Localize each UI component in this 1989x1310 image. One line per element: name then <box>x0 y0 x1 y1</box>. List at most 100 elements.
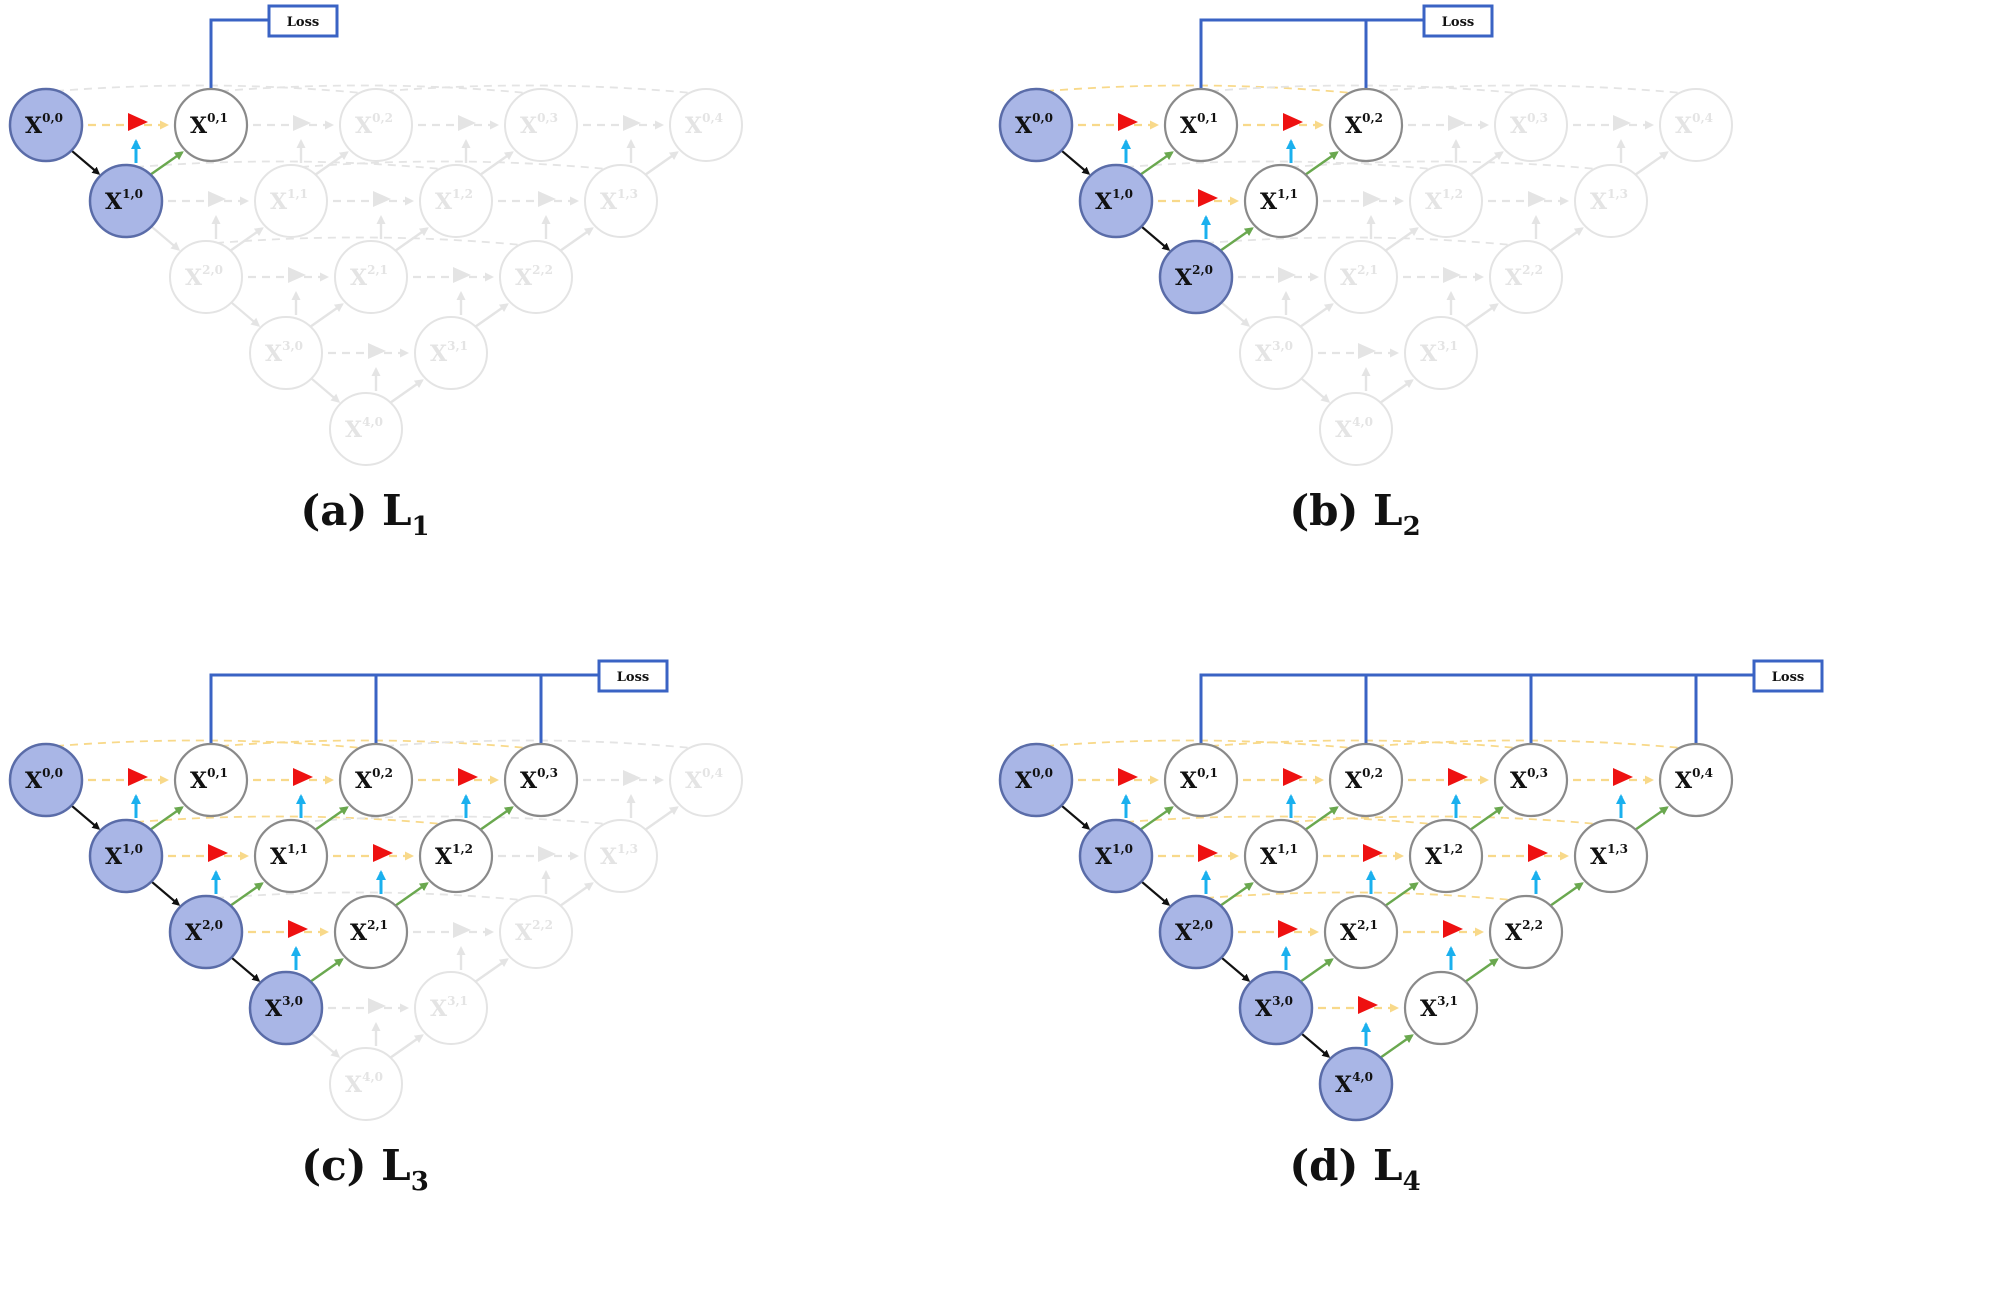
node-label-4-0: X4,0 <box>1335 1070 1373 1098</box>
node-x-0-2 <box>338 742 414 818</box>
dense-skip-arc <box>1125 815 1433 825</box>
node-label-4-0: X4,0 <box>1335 415 1373 443</box>
downsample-arrow <box>151 226 181 251</box>
upsample-arrow <box>559 227 594 253</box>
node-x-1-3 <box>1573 818 1649 894</box>
node-label-0-4: X0,4 <box>1675 111 1713 139</box>
upsample-arrow <box>1299 958 1334 984</box>
connections <box>55 673 693 1060</box>
upsample-arrow <box>389 379 424 405</box>
node-label-0-1: X0,1 <box>190 111 228 139</box>
node-x-2-0 <box>1158 239 1234 315</box>
node-x-2-1 <box>334 240 408 314</box>
dense-skip-arc <box>300 815 608 825</box>
upsample-arrow <box>559 882 594 908</box>
node-label-2-0: X2,0 <box>185 918 223 946</box>
node-label-1-3: X1,3 <box>600 187 638 215</box>
faded-flag-icon <box>368 343 386 359</box>
upsample-arrow <box>1299 303 1334 329</box>
node-x-4-0 <box>1318 1046 1394 1122</box>
faded-flag-icon <box>1278 267 1296 283</box>
node-label-1-1: X1,1 <box>270 842 308 870</box>
loss-label: Loss <box>617 670 649 685</box>
downsample-arrow <box>1301 378 1331 403</box>
node-label-0-3: X0,3 <box>520 766 558 794</box>
node-label-4-0: X4,0 <box>345 1070 383 1098</box>
dense-skip-arc <box>215 236 523 246</box>
node-label-3-1: X3,1 <box>1420 339 1458 367</box>
node-label-0-1: X0,1 <box>1180 766 1218 794</box>
pruning-flag-icon <box>1118 113 1138 131</box>
downsample-arrow <box>1221 302 1251 327</box>
node-x-2-1 <box>1324 240 1398 314</box>
node-label-3-1: X3,1 <box>430 339 468 367</box>
upsample-arrow <box>644 806 679 832</box>
panel-caption-c: (c) L3 <box>301 1141 429 1197</box>
node-label-1-2: X1,2 <box>1425 842 1463 870</box>
node-label-1-2: X1,2 <box>1425 187 1463 215</box>
node-x-1-2 <box>419 164 493 238</box>
upsample-arrow <box>394 882 429 908</box>
node-x-1-3 <box>1574 164 1648 238</box>
node-label-1-0: X1,0 <box>105 842 143 870</box>
upsample-arrow <box>479 806 514 832</box>
node-x-1-0 <box>88 163 164 239</box>
connections <box>1045 673 1754 1060</box>
upsample-arrow <box>644 151 679 177</box>
faded-flag-icon <box>1358 343 1376 359</box>
pruning-flag-icon <box>1443 920 1463 938</box>
upsample-arrow <box>229 882 264 908</box>
node-label-3-0: X3,0 <box>265 339 303 367</box>
node-x-2-0 <box>169 240 243 314</box>
node-x-1-1 <box>1243 818 1319 894</box>
node-label-1-0: X1,0 <box>105 187 143 215</box>
panel-caption-a: (a) L1 <box>300 486 429 542</box>
node-x-4-0 <box>1319 392 1393 466</box>
upsample-arrow <box>1379 379 1414 405</box>
node-x-2-2 <box>499 895 573 969</box>
faded-flag-icon <box>288 267 306 283</box>
node-label-0-4: X0,4 <box>685 111 723 139</box>
upsample-arrow <box>1139 151 1174 177</box>
upsample-arrow <box>1549 882 1584 908</box>
node-label-0-0: X0,0 <box>1015 766 1053 794</box>
pruning-flag-icon <box>293 768 313 786</box>
upsample-arrow <box>309 303 344 329</box>
node-x-3-1 <box>1404 316 1478 390</box>
node-x-4-0 <box>329 392 403 466</box>
panel-caption-d: (d) L4 <box>1289 1141 1420 1197</box>
node-label-2-2: X2,2 <box>1505 263 1543 291</box>
upsample-arrow <box>474 958 509 984</box>
node-x-0-1 <box>1163 87 1239 163</box>
pruning-flag-icon <box>458 768 478 786</box>
node-label-0-2: X0,2 <box>355 766 393 794</box>
faded-flag-icon <box>1528 191 1546 207</box>
node-label-0-0: X0,0 <box>25 111 63 139</box>
loss-bracket-line <box>209 673 599 744</box>
faded-flag-icon <box>293 115 311 131</box>
dense-skip-arc <box>135 815 443 825</box>
node-label-2-1: X2,1 <box>350 263 388 291</box>
node-label-1-1: X1,1 <box>1260 187 1298 215</box>
loss-box <box>267 4 339 38</box>
node-label-3-0: X3,0 <box>1255 339 1293 367</box>
pruning-flag-icon <box>1448 768 1468 786</box>
node-label-1-0: X1,0 <box>1095 842 1133 870</box>
pruning-flag-icon <box>1198 189 1218 207</box>
upsample-arrow <box>314 151 349 177</box>
downsample-arrow <box>71 805 101 830</box>
node-label-2-0: X2,0 <box>185 263 223 291</box>
node-label-2-2: X2,2 <box>1505 918 1543 946</box>
node-x-0-4 <box>669 88 743 162</box>
node-x-0-3 <box>1493 742 1569 818</box>
downsample-arrow <box>1221 957 1251 982</box>
node-label-0-2: X0,2 <box>355 111 393 139</box>
downsample-arrow <box>231 302 261 327</box>
upsample-arrow <box>1219 227 1254 253</box>
node-label-0-2: X0,2 <box>1345 766 1383 794</box>
node-label-4-0: X4,0 <box>345 415 383 443</box>
node-x-0-0 <box>998 742 1074 818</box>
upsample-arrow <box>1464 958 1499 984</box>
